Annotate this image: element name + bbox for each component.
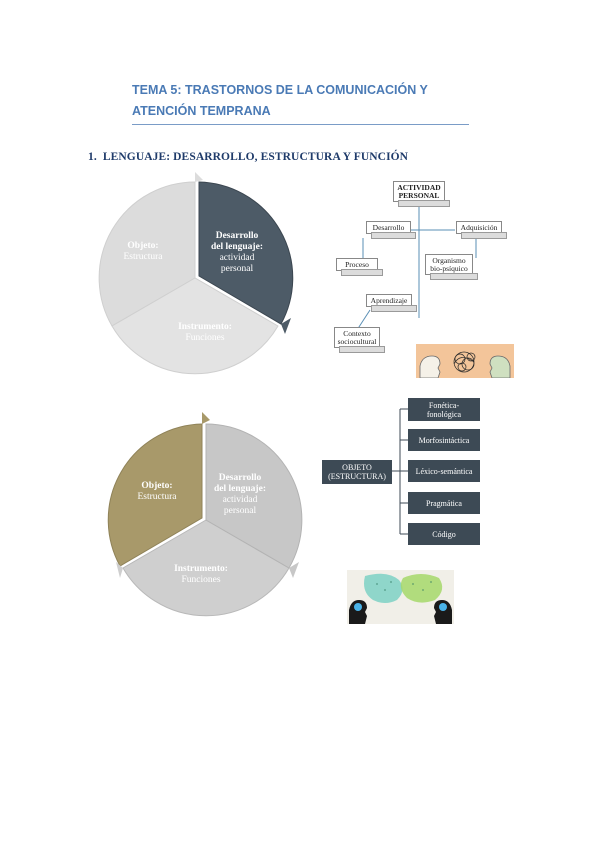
cycle-top-instrumento-label: Instrumento: [178, 322, 232, 332]
flow-box-aprendizaje: Aprendizaje [366, 294, 417, 312]
cycle-top-desarrollo-l3: actividad [220, 253, 255, 263]
cycle-top-seg-instrumento [111, 277, 279, 375]
flow-box-contexto: Contexto sociocultural [334, 327, 385, 353]
cycle-bottom-seg-instrumento [116, 519, 290, 617]
flow-box-proceso: Proceso [336, 258, 383, 276]
cycle-bottom-desarrollo-l1: Desarrollo [219, 473, 262, 483]
structure-objeto-l2: (ESTRUCTURA) [328, 472, 386, 481]
flow-actividad-l2: PERSONAL [398, 191, 440, 200]
structure-fonetica-l1: Fonética- [428, 400, 460, 410]
cycle-bottom-instrumento-label: Instrumento: [174, 564, 228, 574]
structure-objeto-l1: OBJETO [342, 463, 372, 472]
flow-actividad-l1: ACTIVIDAD [397, 183, 441, 192]
flow-contexto-l1: Contexto [343, 329, 371, 338]
flow-box-desarrollo: Desarrollo [366, 221, 416, 239]
cycle-bottom-seg-objeto [107, 412, 210, 567]
flow-contexto-l2: sociocultural [337, 337, 377, 346]
document-title: TEMA 5: TRASTORNOS DE LA COMUNICACIÓN Y … [132, 80, 472, 122]
structure-box-codigo: Código [408, 523, 480, 545]
structure-box-fonetica: Fonética- fonológica [408, 398, 480, 421]
cycle-bottom-seg-desarrollo [205, 423, 303, 578]
cycle-top-seg-desarrollo [198, 181, 294, 334]
cycle-bottom-objeto-label: Objeto: [141, 481, 172, 491]
cycle-top-seg-objeto [98, 172, 203, 327]
cycle-bottom-objeto-sub: Estructura [137, 492, 177, 502]
cycle-diagram-top: Objeto: Estructura Desarrollo del lengua… [98, 172, 294, 375]
structure-box-objeto: OBJETO (ESTRUCTURA) [322, 460, 392, 484]
flow-organismo-l1: Organismo [432, 256, 466, 265]
cycle-top-desarrollo-l2: del lenguaje: [211, 242, 263, 252]
flow-diagram-top: ACTIVIDAD PERSONAL Desarrollo Adquisició… [0, 0, 599, 400]
title-line-1: TEMA 5: TRASTORNOS DE LA COMUNICACIÓN Y [132, 83, 428, 97]
structure-fonetica-l2: fonológica [426, 409, 462, 419]
flow-organismo-l2: bio-psíquico [430, 264, 468, 273]
cycle-bottom-desarrollo-l2: del lenguaje: [214, 484, 266, 494]
title-line-2: ATENCIÓN TEMPRANA [132, 104, 271, 118]
structure-box-lexico: Léxico-semántica [408, 460, 480, 482]
cycle-top-instrumento-sub: Funciones [185, 333, 224, 343]
cycle-top-objeto-sub: Estructura [123, 252, 163, 262]
cycle-bottom-instrumento-sub: Funciones [181, 575, 220, 585]
section-heading: 1. LENGUAJE: DESARROLLO, ESTRUCTURA Y FUN… [88, 151, 488, 163]
heads-illustration [416, 344, 514, 378]
flow-box-actividad: ACTIVIDAD PERSONAL [393, 181, 450, 207]
structure-box-morfosintactica: Morfosintáctica [408, 429, 480, 451]
flow-box-organismo: Organismo bio-psíquico [425, 254, 478, 280]
cycle-top-objeto-label: Objeto: [127, 241, 158, 251]
cycle-bottom-desarrollo-l4: personal [224, 506, 257, 516]
structure-box-pragmatica: Pragmática [408, 492, 480, 514]
title-divider [132, 124, 469, 125]
communication-illustration [347, 570, 454, 624]
cycle-top-desarrollo-l1: Desarrollo [216, 231, 259, 241]
cycle-diagram-bottom: Objeto: Estructura Desarrollo del lengua… [107, 412, 303, 617]
section-title: LENGUAJE: DESARROLLO, ESTRUCTURA Y FUNCI… [102, 151, 409, 163]
section-number: 1. [88, 151, 97, 163]
cycle-top-desarrollo-l4: personal [221, 264, 254, 274]
cycle-bottom-desarrollo-l3: actividad [223, 495, 258, 505]
flow-box-adquisicion: Adquisición [456, 221, 507, 239]
